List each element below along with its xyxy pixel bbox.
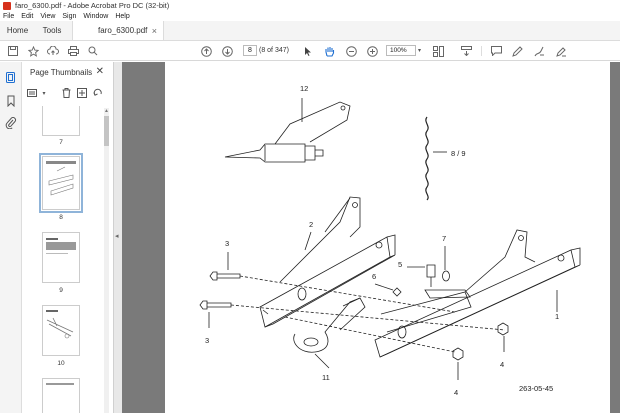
upload-cloud-icon[interactable] <box>46 44 60 58</box>
print-icon[interactable] <box>66 44 80 58</box>
select-cursor-icon[interactable] <box>302 44 314 58</box>
attachment-icon[interactable] <box>5 117 17 130</box>
previous-page-icon[interactable] <box>199 44 213 58</box>
callout-label: 3 <box>205 336 210 345</box>
scroll-up-icon[interactable]: ▲ <box>104 108 109 114</box>
thumbnail-label: 9 <box>59 287 63 294</box>
callout-label: 12 <box>300 84 309 93</box>
callout-label: 3 <box>225 239 230 248</box>
save-icon[interactable] <box>6 44 20 58</box>
fill-sign-icon[interactable] <box>554 44 568 58</box>
document-viewer[interactable]: 12 8 / 9 2 3 7 5 6 1 3 11 4 4 263-05-45 <box>122 62 620 413</box>
zoom-level-field[interactable]: 100% <box>386 45 416 56</box>
callout-label: 2 <box>309 220 314 229</box>
thumbnail-page[interactable] <box>42 232 80 283</box>
search-icon[interactable] <box>86 44 100 58</box>
draw-icon[interactable] <box>532 44 546 58</box>
callout-label: 1 <box>555 312 560 321</box>
exploded-parts-diagram <box>199 98 581 380</box>
document-reference-number: 263-05-45 <box>519 384 554 393</box>
thumbnail-options-icon[interactable] <box>27 88 37 98</box>
callout-label: 5 <box>398 260 403 269</box>
next-page-icon[interactable] <box>220 44 234 58</box>
menu-window[interactable]: Window <box>83 12 109 20</box>
thumbnail-page[interactable] <box>42 305 80 356</box>
left-navigation-rail <box>0 62 22 413</box>
hand-tool-icon[interactable] <box>322 44 336 58</box>
thumbnail-label: 8 <box>59 214 63 221</box>
menu-view[interactable]: View <box>40 12 56 20</box>
page-count: (8 of 347) <box>259 47 289 54</box>
delete-page-icon[interactable] <box>61 88 71 98</box>
highlight-pen-icon[interactable] <box>510 44 524 58</box>
thumbnail-page-selected[interactable] <box>39 153 83 213</box>
tab-home[interactable]: Home <box>6 26 29 35</box>
page-layout-icon[interactable] <box>431 44 445 58</box>
bookmark-icon[interactable] <box>5 95 17 108</box>
callout-label: 7 <box>442 234 447 243</box>
pdf-page: 12 8 / 9 2 3 7 5 6 1 3 11 4 4 263-05-45 <box>165 62 610 413</box>
title-bar: faro_6300.pdf - Adobe Acrobat Pro DC (32… <box>0 0 620 11</box>
window-title: faro_6300.pdf - Adobe Acrobat Pro DC (32… <box>15 1 170 10</box>
acrobat-app-icon <box>3 1 11 10</box>
menu-help[interactable]: Help <box>115 12 130 20</box>
toolbar-separator <box>481 46 482 56</box>
callout-label: 4 <box>500 360 505 369</box>
menu-bar: File Edit View Sign Window Help <box>0 11 620 21</box>
scrollbar-thumb[interactable] <box>104 116 109 146</box>
tab-document[interactable]: faro_6300.pdf × <box>72 21 164 40</box>
thumbnails-scrollbar[interactable]: ▲ <box>104 108 109 413</box>
thumbnail-label: 10 <box>57 360 65 367</box>
extract-page-icon[interactable] <box>77 88 87 98</box>
callout-label: 4 <box>454 388 459 397</box>
thumbnails-list[interactable]: 7 8 9 10 <box>22 106 110 413</box>
page-thumbnails-panel: Page Thumbnails ✕ ▾ 7 8 <box>22 62 114 413</box>
options-dropdown-icon[interactable]: ▾ <box>42 90 46 97</box>
scroll-mode-icon[interactable] <box>459 44 473 58</box>
comment-icon[interactable] <box>489 44 503 58</box>
close-icon[interactable]: × <box>151 25 157 36</box>
panel-title: Page Thumbnails <box>30 68 93 77</box>
collapse-arrow-icon[interactable]: ◂ <box>115 233 119 240</box>
zoom-dropdown-icon[interactable]: ▾ <box>418 48 422 54</box>
main-toolbar: 8 (8 of 347) 100% ▾ <box>0 41 620 61</box>
menu-file[interactable]: File <box>3 12 15 20</box>
bookmark-star-icon[interactable] <box>26 44 40 58</box>
callout-label: 6 <box>372 272 377 281</box>
panel-toolbar: ▾ <box>27 86 112 100</box>
collapse-panel-strip[interactable]: ◂ <box>114 62 122 413</box>
callout-label: 11 <box>322 373 330 382</box>
tab-bar: Home Tools faro_6300.pdf × <box>0 21 620 41</box>
close-panel-icon[interactable]: ✕ <box>95 66 104 77</box>
zoom-in-icon[interactable] <box>365 44 379 58</box>
thumbnail-label: 7 <box>59 139 63 146</box>
menu-edit[interactable]: Edit <box>21 12 34 20</box>
page-thumbnails-icon[interactable] <box>5 72 17 84</box>
zoom-out-icon[interactable] <box>344 44 358 58</box>
menu-sign[interactable]: Sign <box>62 12 77 20</box>
tab-document-label: faro_6300.pdf <box>98 26 148 35</box>
callout-label: 8 / 9 <box>451 149 466 158</box>
page-number-input[interactable]: 8 <box>243 45 257 56</box>
rotate-page-icon[interactable] <box>93 88 103 98</box>
thumbnail-page[interactable] <box>42 106 80 136</box>
tab-tools[interactable]: Tools <box>42 26 62 35</box>
thumbnail-page[interactable] <box>42 378 80 413</box>
